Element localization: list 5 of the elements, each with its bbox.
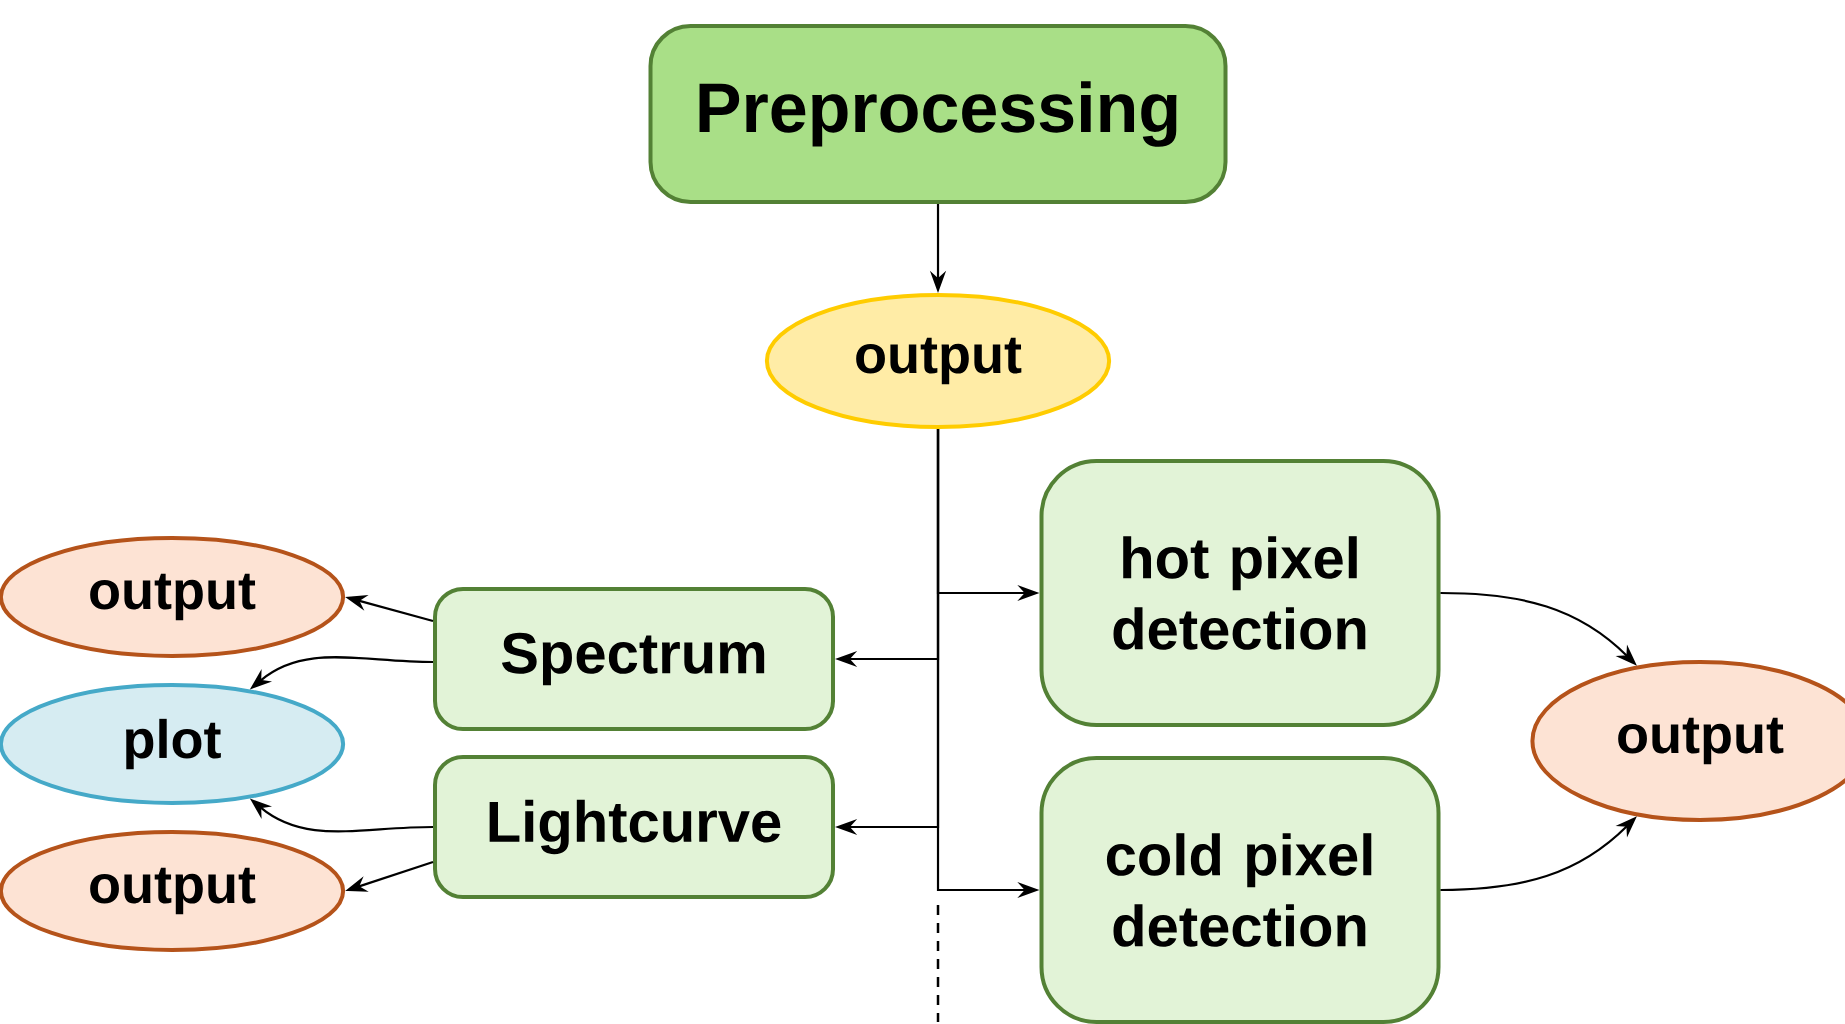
process-box: Lightcurve <box>433 755 835 899</box>
process-box: hot pixel detection <box>1039 459 1441 727</box>
process-box: Spectrum <box>433 587 835 731</box>
process-box: cold pixel detection <box>1039 756 1441 1024</box>
process-box: Preprocessing <box>648 24 1228 204</box>
